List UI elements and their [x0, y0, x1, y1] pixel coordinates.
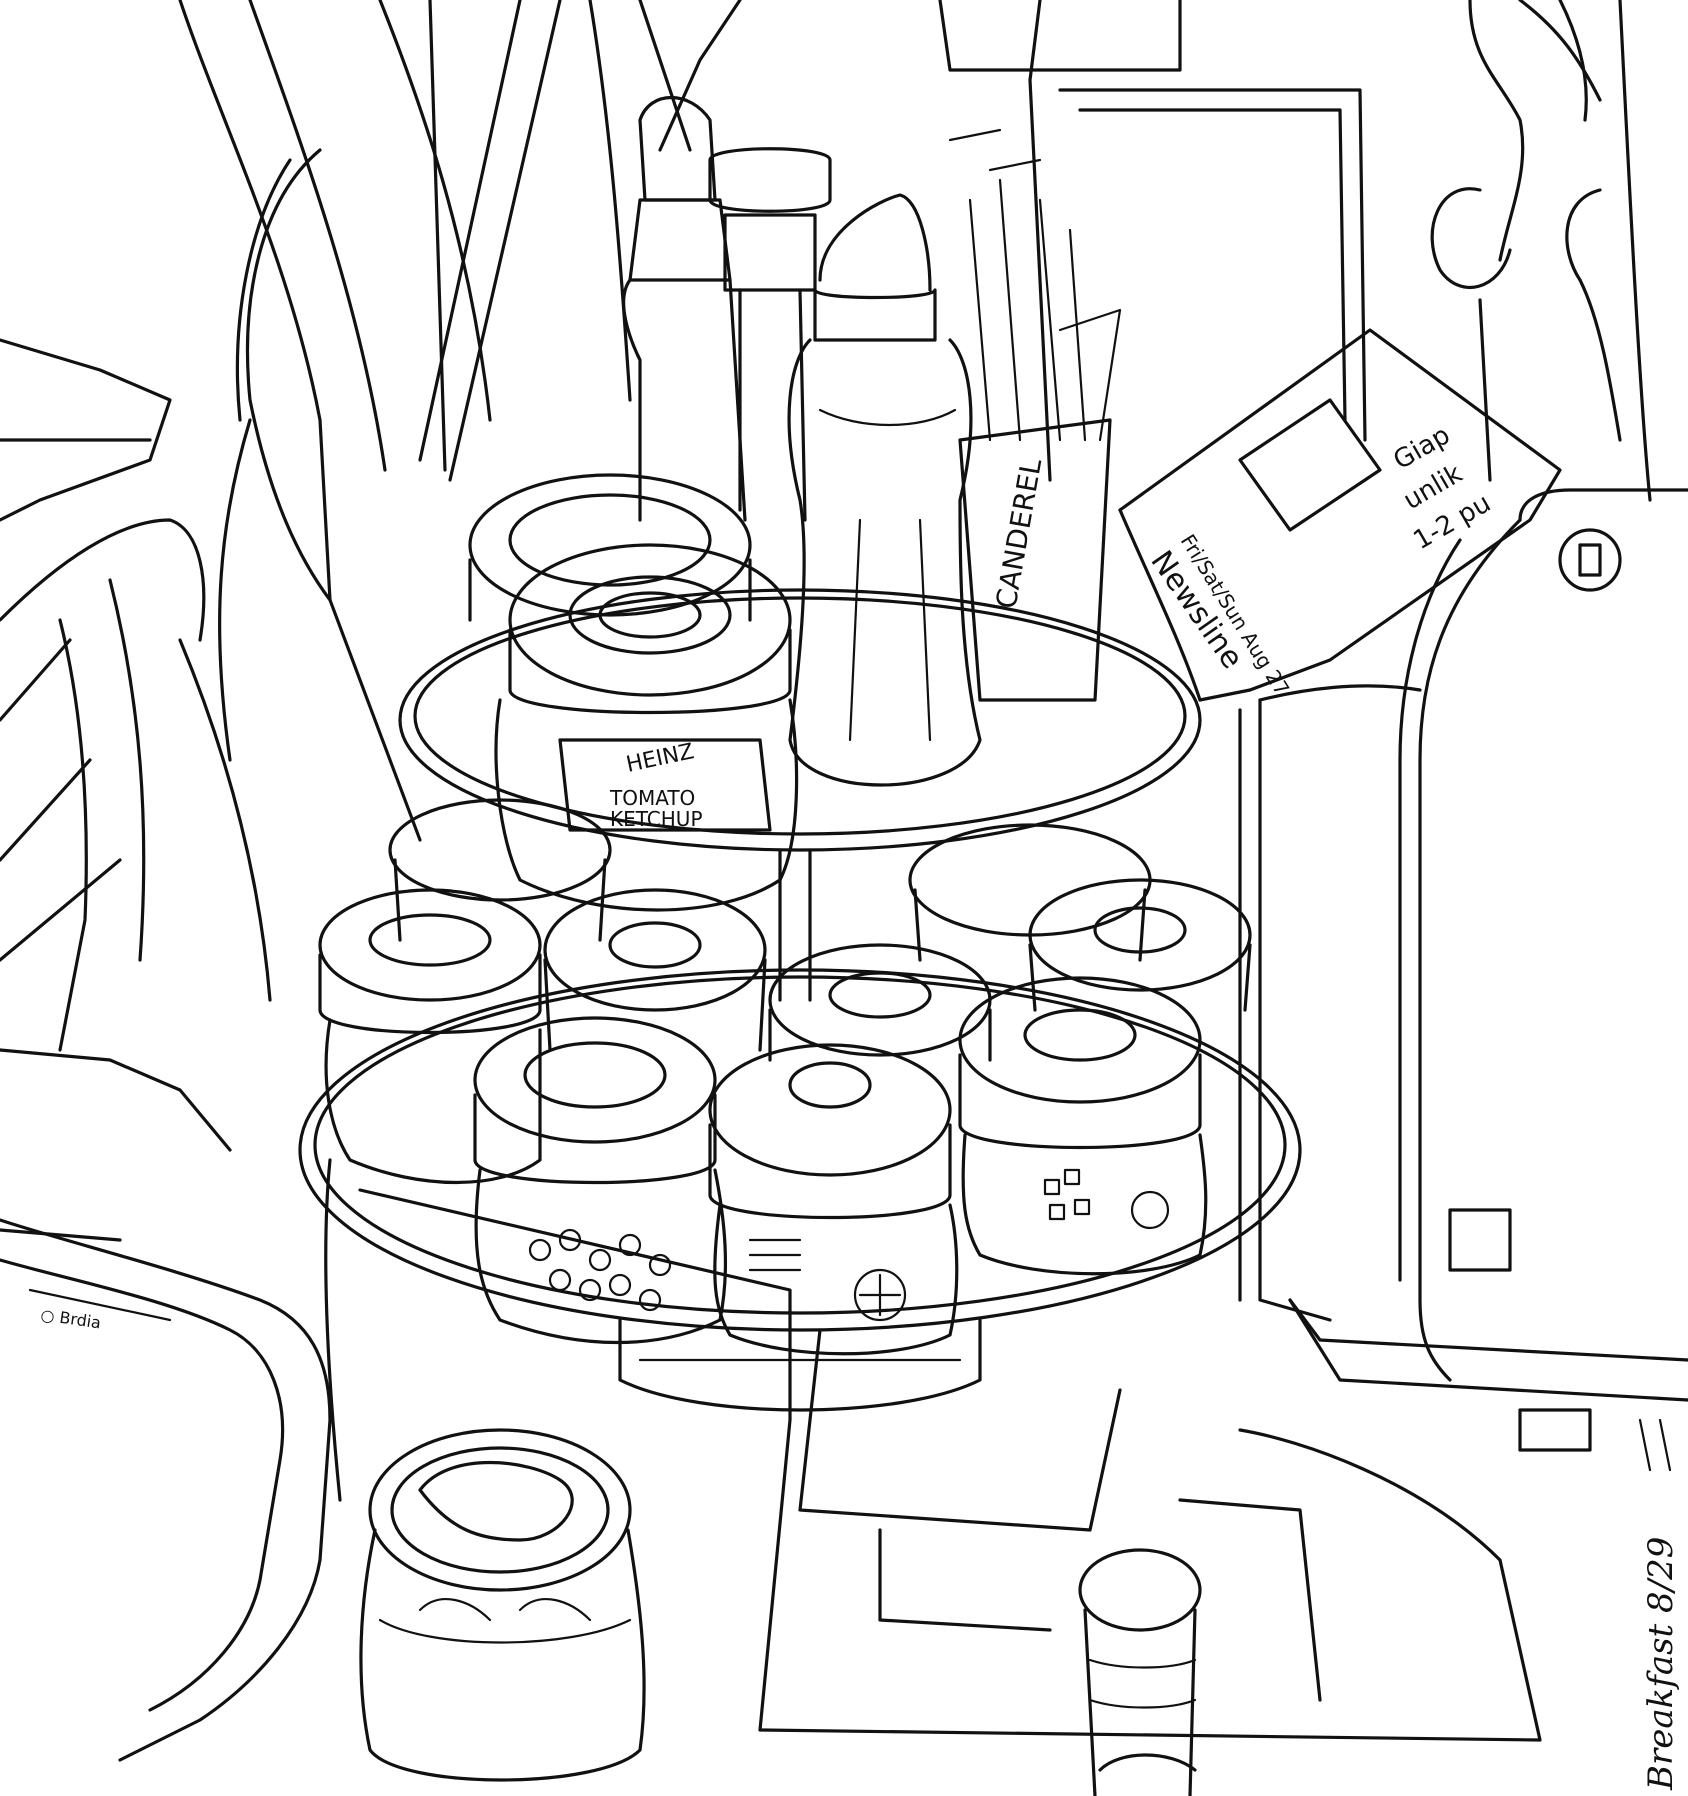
jar-right-back [1028, 878, 1252, 1012]
sugar-packet-text: CANDEREL [989, 456, 1048, 611]
open-jar-bottom [359, 1428, 646, 1782]
jar-hero-right [958, 976, 1208, 1276]
placemat-paper [324, 1158, 1542, 1742]
chair-back-left [0, 148, 332, 1242]
ketchup-line2: KETCHUP [610, 807, 703, 831]
notebook-right [1238, 488, 1688, 1472]
jar-top-back [468, 473, 752, 622]
newspaper: Giap unlik 1-2 pu Fri/Sat/Sun Aug 27 New… [1118, 328, 1562, 702]
bottle-left [622, 96, 747, 522]
top-tray [398, 588, 1202, 852]
pepper-shaker [708, 147, 832, 522]
phone-device-left: ○ Brdia [0, 1218, 332, 1762]
ketchup-label [558, 738, 772, 832]
background-window-frame [178, 0, 1652, 842]
phone-brand-text: ○ Brdia [39, 1305, 102, 1332]
ketchup-brand: HEINZ [624, 739, 696, 778]
jar-center [768, 943, 992, 1062]
jar-bottom-back-left [388, 798, 612, 942]
bottom-tray [298, 968, 1302, 1332]
jar-center-back [543, 888, 767, 1052]
notebook-tab [1448, 1208, 1512, 1272]
binder-ring [1078, 1548, 1202, 1796]
ketchup-line1: TOMATO [609, 786, 695, 810]
salt-shaker [787, 193, 982, 787]
jar-front-center [708, 1043, 959, 1356]
jar-hero-left [473, 1016, 728, 1345]
signature-caption: Breakfast 8/29 [1641, 1537, 1681, 1791]
